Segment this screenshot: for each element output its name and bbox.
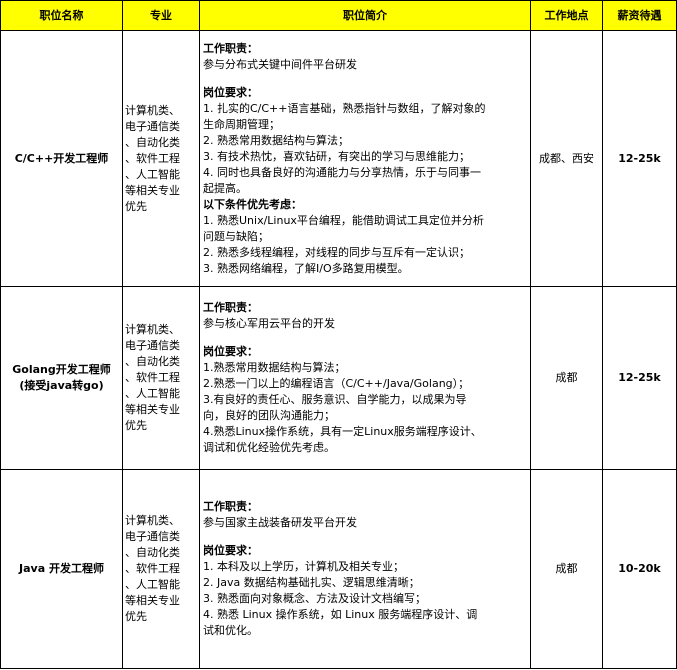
major-line: 等相关专业 [125,183,180,197]
requirement-line: 2. Java 数据结构基础扎实、逻辑思维清晰； [203,576,420,589]
major-line: 、软件工程 [125,371,180,384]
preference-line: 1. 熟悉Unix/Linux平台编程，能借助调试工具定位并分析 [203,213,484,227]
requirement-line: 4. 熟悉 Linux 操作系统，如 Linux 服务端程序设计、调 [203,608,478,621]
major-cell: 计算机类、 电子通信类 、自动化类 、软件工程 、人工智能 等相关专业 优先 [122,30,200,287]
duty-line: 参与核心军用云平台的开发 [203,317,335,330]
major-line: 计算机类、 [125,514,180,527]
table-header-row: 职位名称 专业 职位简介 工作地点 薪资待遇 [0,0,677,31]
job-title: Java 开发工程师 [19,562,104,575]
major-line: 电子通信类 [125,530,180,543]
requirement-line: 3. 有技术热忱，喜欢钻研，有突出的学习与思维能力； [203,149,470,163]
major-line: 、人工智能 [125,387,180,400]
major-line: 、软件工程 [125,562,180,575]
major-line: 、自动化类 [125,546,180,559]
job-title: C/C++开发工程师 [14,151,109,165]
major-line: 等相关专业 [125,594,180,607]
header-title: 职位名称 [0,0,123,31]
location-cell: 成都 [530,469,603,669]
duty-heading: 工作职责： [203,41,258,55]
table-row: Java 开发工程师 计算机类、 电子通信类 、自动化类 、软件工程 、人工智能… [0,469,677,669]
requirement-heading: 岗位要求： [203,85,258,99]
major-cell: 计算机类、 电子通信类 、自动化类 、软件工程 、人工智能 等相关专业 优先 [122,286,200,470]
requirement-heading: 岗位要求： [203,345,258,358]
major-cell: 计算机类、 电子通信类 、自动化类 、软件工程 、人工智能 等相关专业 优先 [122,469,200,669]
major-line: 电子通信类 [125,119,180,133]
description-cell: 工作职责： 参与分布式关键中间件平台研发 岗位要求： 1. 扎实的C/C++语言… [199,30,531,287]
job-title-cell: Java 开发工程师 [0,469,123,669]
requirement-line: 起提高。 [203,181,247,195]
duty-heading: 工作职责： [203,500,258,513]
requirement-line: 3. 熟悉面向对象概念、方法及设计文档编写； [203,592,426,605]
header-location: 工作地点 [530,0,603,31]
major-line: 电子通信类 [125,339,180,352]
major-line: 、自动化类 [125,135,180,149]
major-line: 等相关专业 [125,403,180,416]
job-title-cell: Golang开发工程师 (接受java转go) [0,286,123,470]
salary-cell: 10-20k [602,469,677,669]
table-row: Golang开发工程师 (接受java转go) 计算机类、 电子通信类 、自动化… [0,286,677,470]
requirement-line: 生命周期管理； [203,117,280,131]
duty-line: 参与国家主战装备研发平台开发 [203,516,357,529]
major-line: 、人工智能 [125,578,180,591]
job-title: Golang开发工程师 [12,363,111,376]
duty-line: 参与分布式关键中间件平台研发 [203,57,357,71]
major-line: 、软件工程 [125,151,180,165]
requirement-line: 2. 熟悉常用数据结构与算法； [203,133,349,147]
job-title-note: (接受java转go) [19,379,104,392]
major-line: 优先 [125,419,147,432]
requirement-line: 1. 本科及以上学历，计算机及相关专业； [203,560,404,573]
major-line: 、人工智能 [125,167,180,181]
header-salary: 薪资待遇 [602,0,677,31]
requirement-line: 调试和优化经验优先考虑。 [203,441,335,454]
requirement-line: 4.熟悉Linux操作系统，具有一定Linux服务端程序设计、 [203,425,482,438]
major-line: 计算机类、 [125,323,180,336]
requirement-line: 3.有良好的责任心、服务意识、自学能力，以成果为导 [203,393,467,406]
preference-line: 问题与缺陷； [203,229,269,243]
requirement-line: 试和优化。 [203,624,258,637]
salary-cell: 12-25k [602,30,677,287]
preference-heading: 以下条件优先考虑： [203,197,302,211]
requirement-line: 4. 同时也具备良好的沟通能力与分享热情，乐于与同事一 [203,165,481,179]
major-line: 计算机类、 [125,103,180,117]
description-cell: 工作职责： 参与核心军用云平台的开发 岗位要求： 1.熟悉常用数据结构与算法； … [199,286,531,470]
requirement-line: 2.熟悉一门以上的编程语言（C/C++/Java/Golang）； [203,377,470,390]
table-row: C/C++开发工程师 计算机类、 电子通信类 、自动化类 、软件工程 、人工智能… [0,30,677,287]
duty-heading: 工作职责： [203,301,258,314]
salary-cell: 12-25k [602,286,677,470]
requirement-line: 1. 扎实的C/C++语言基础，熟悉指针与数组，了解对象的 [203,101,486,115]
header-major: 专业 [122,0,200,31]
description-cell: 工作职责： 参与国家主战装备研发平台开发 岗位要求： 1. 本科及以上学历，计算… [199,469,531,669]
location-cell: 成都 [530,286,603,470]
requirement-line: 向，良好的团队沟通能力； [203,409,335,422]
preference-line: 3. 熟悉网络编程，了解I/O多路复用模型。 [203,261,409,275]
location-cell: 成都、西安 [530,30,603,287]
requirement-heading: 岗位要求： [203,544,258,557]
job-title-cell: C/C++开发工程师 [0,30,123,287]
header-description: 职位简介 [199,0,531,31]
major-line: 优先 [125,199,147,213]
major-line: 、自动化类 [125,355,180,368]
requirement-line: 1.熟悉常用数据结构与算法； [203,361,346,374]
preference-line: 2. 熟悉多线程编程，对线程的同步与互斥有一定认识； [203,245,470,259]
major-line: 优先 [125,610,147,623]
